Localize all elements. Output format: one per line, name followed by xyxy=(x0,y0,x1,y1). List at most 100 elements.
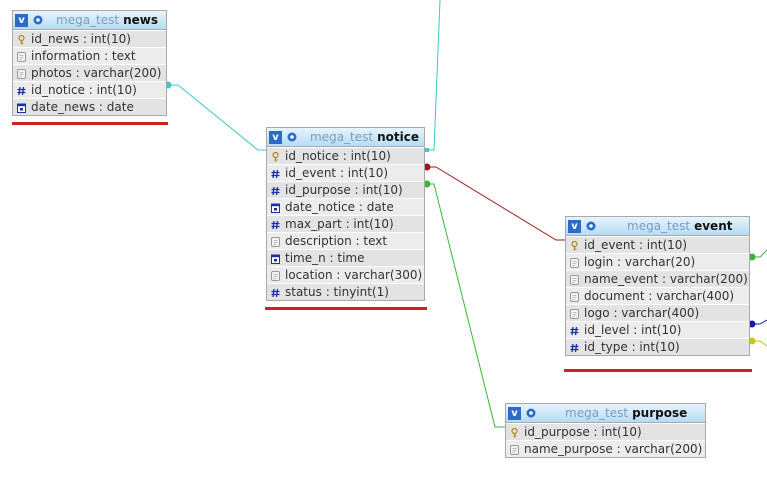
field-label: description : text xyxy=(285,234,388,248)
field-label: location : varchar(300) xyxy=(285,268,423,282)
field-label: logo : varchar(400) xyxy=(584,306,700,320)
relation-line-news-notice xyxy=(168,84,268,151)
gear-icon[interactable] xyxy=(32,14,44,26)
field-label: id_type : int(10) xyxy=(584,340,680,354)
text-field-icon xyxy=(271,270,280,281)
hash-icon xyxy=(271,219,280,230)
relation-line-notice-event xyxy=(426,166,566,241)
table-row[interactable]: id_type : int(10) xyxy=(566,338,749,355)
table-header-news[interactable]: v mega_test news xyxy=(13,11,166,30)
field-label: id_notice : int(10) xyxy=(31,83,137,97)
date-field-icon xyxy=(271,202,280,213)
field-label: date_news : date xyxy=(31,100,134,114)
field-label: photos : varchar(200) xyxy=(31,66,162,80)
table-header-notice[interactable]: v mega_test notice xyxy=(267,128,424,147)
text-field-icon xyxy=(570,308,579,319)
relation-line-notice-up xyxy=(426,0,441,151)
field-label: id_purpose : int(10) xyxy=(285,183,403,197)
table-row[interactable]: id_notice : int(10) xyxy=(267,147,424,164)
table-db-name: mega_test xyxy=(310,130,374,144)
highlight-underline-notice xyxy=(265,307,427,310)
table-row[interactable]: login : varchar(20) xyxy=(566,253,749,270)
table-row[interactable]: status : tinyint(1) xyxy=(267,283,424,300)
gear-icon[interactable] xyxy=(525,407,537,419)
table-row[interactable]: id_level : int(10) xyxy=(566,321,749,338)
relation-dot-notice-purpose xyxy=(423,180,431,188)
field-label: id_purpose : int(10) xyxy=(524,425,642,439)
v-toggle-icon[interactable]: v xyxy=(269,130,282,144)
table-fields: id_purpose : int(10) name_purpose : varch… xyxy=(506,423,705,457)
hash-icon xyxy=(17,85,26,96)
field-label: login : varchar(20) xyxy=(584,255,696,269)
table-row[interactable]: time_n : time xyxy=(267,249,424,266)
field-label: information : text xyxy=(31,49,136,63)
text-field-icon xyxy=(570,291,579,302)
table-db-name: mega_test xyxy=(565,406,629,420)
field-label: id_notice : int(10) xyxy=(285,149,391,163)
highlight-underline-news xyxy=(12,122,168,125)
field-label: name_purpose : varchar(200) xyxy=(524,442,703,456)
field-label: id_news : int(10) xyxy=(31,32,131,46)
table-row[interactable]: id_purpose : int(10) xyxy=(267,181,424,198)
table-title: news xyxy=(123,13,159,27)
table-notice[interactable]: v mega_test notice id_notice : int(10)id… xyxy=(266,127,425,301)
hash-icon xyxy=(271,287,280,298)
v-toggle-icon[interactable]: v xyxy=(508,406,521,420)
table-fields: id_event : int(10) login : varchar(20)nam… xyxy=(566,236,749,355)
text-field-icon xyxy=(17,51,26,62)
text-field-icon xyxy=(271,236,280,247)
table-row[interactable]: information : text xyxy=(13,47,166,64)
table-event[interactable]: v mega_test event id_event : int(10) logi… xyxy=(565,216,750,356)
table-fields: id_notice : int(10) id_event : int(10) id_… xyxy=(267,147,424,300)
key-icon xyxy=(271,151,280,162)
table-title: notice xyxy=(377,130,419,144)
relation-line-notice-purpose xyxy=(426,183,506,428)
table-row[interactable]: location : varchar(300) xyxy=(267,266,424,283)
table-purpose[interactable]: v mega_test purpose id_purpose : int(10)… xyxy=(505,403,706,458)
table-row[interactable]: logo : varchar(400) xyxy=(566,304,749,321)
key-icon xyxy=(510,427,519,438)
relation-stub-notice xyxy=(425,148,429,152)
table-db-name: mega_test xyxy=(56,13,120,27)
date-field-icon xyxy=(17,102,26,113)
field-label: max_part : int(10) xyxy=(285,217,394,231)
table-row[interactable]: description : text xyxy=(267,232,424,249)
table-title: event xyxy=(694,219,733,233)
hash-icon xyxy=(271,185,280,196)
field-label: date_notice : date xyxy=(285,200,394,214)
table-row[interactable]: document : varchar(400) xyxy=(566,287,749,304)
key-icon xyxy=(17,34,26,45)
gear-icon[interactable] xyxy=(286,131,298,143)
table-row[interactable]: max_part : int(10) xyxy=(267,215,424,232)
table-row[interactable]: id_event : int(10) xyxy=(267,164,424,181)
text-field-icon xyxy=(510,444,519,455)
table-row[interactable]: id_event : int(10) xyxy=(566,236,749,253)
table-row[interactable]: name_event : varchar(200) xyxy=(566,270,749,287)
hash-icon xyxy=(570,342,579,353)
field-label: status : tinyint(1) xyxy=(285,285,389,299)
table-row[interactable]: id_notice : int(10) xyxy=(13,81,166,98)
hash-icon xyxy=(271,168,280,179)
relation-dot-event-green xyxy=(748,253,756,261)
table-row[interactable]: id_purpose : int(10) xyxy=(506,423,705,440)
relation-dot-event-yellow xyxy=(748,337,756,345)
hash-icon xyxy=(570,325,579,336)
text-field-icon xyxy=(17,68,26,79)
gear-icon[interactable] xyxy=(585,220,597,232)
table-row[interactable]: date_news : date xyxy=(13,98,166,115)
v-toggle-icon[interactable]: v xyxy=(15,13,28,27)
v-toggle-icon[interactable]: v xyxy=(568,219,581,233)
table-row[interactable]: id_news : int(10) xyxy=(13,30,166,47)
table-news[interactable]: v mega_test news id_news : int(10) inform… xyxy=(12,10,167,116)
table-row[interactable]: photos : varchar(200) xyxy=(13,64,166,81)
text-field-icon xyxy=(570,274,579,285)
field-label: id_event : int(10) xyxy=(584,238,688,252)
table-header-purpose[interactable]: v mega_test purpose xyxy=(506,404,705,423)
table-header-event[interactable]: v mega_test event xyxy=(566,217,749,236)
date-field-icon xyxy=(271,253,280,264)
table-row[interactable]: name_purpose : varchar(200) xyxy=(506,440,705,457)
table-row[interactable]: date_notice : date xyxy=(267,198,424,215)
table-db-name: mega_test xyxy=(627,219,691,233)
field-label: id_event : int(10) xyxy=(285,166,389,180)
